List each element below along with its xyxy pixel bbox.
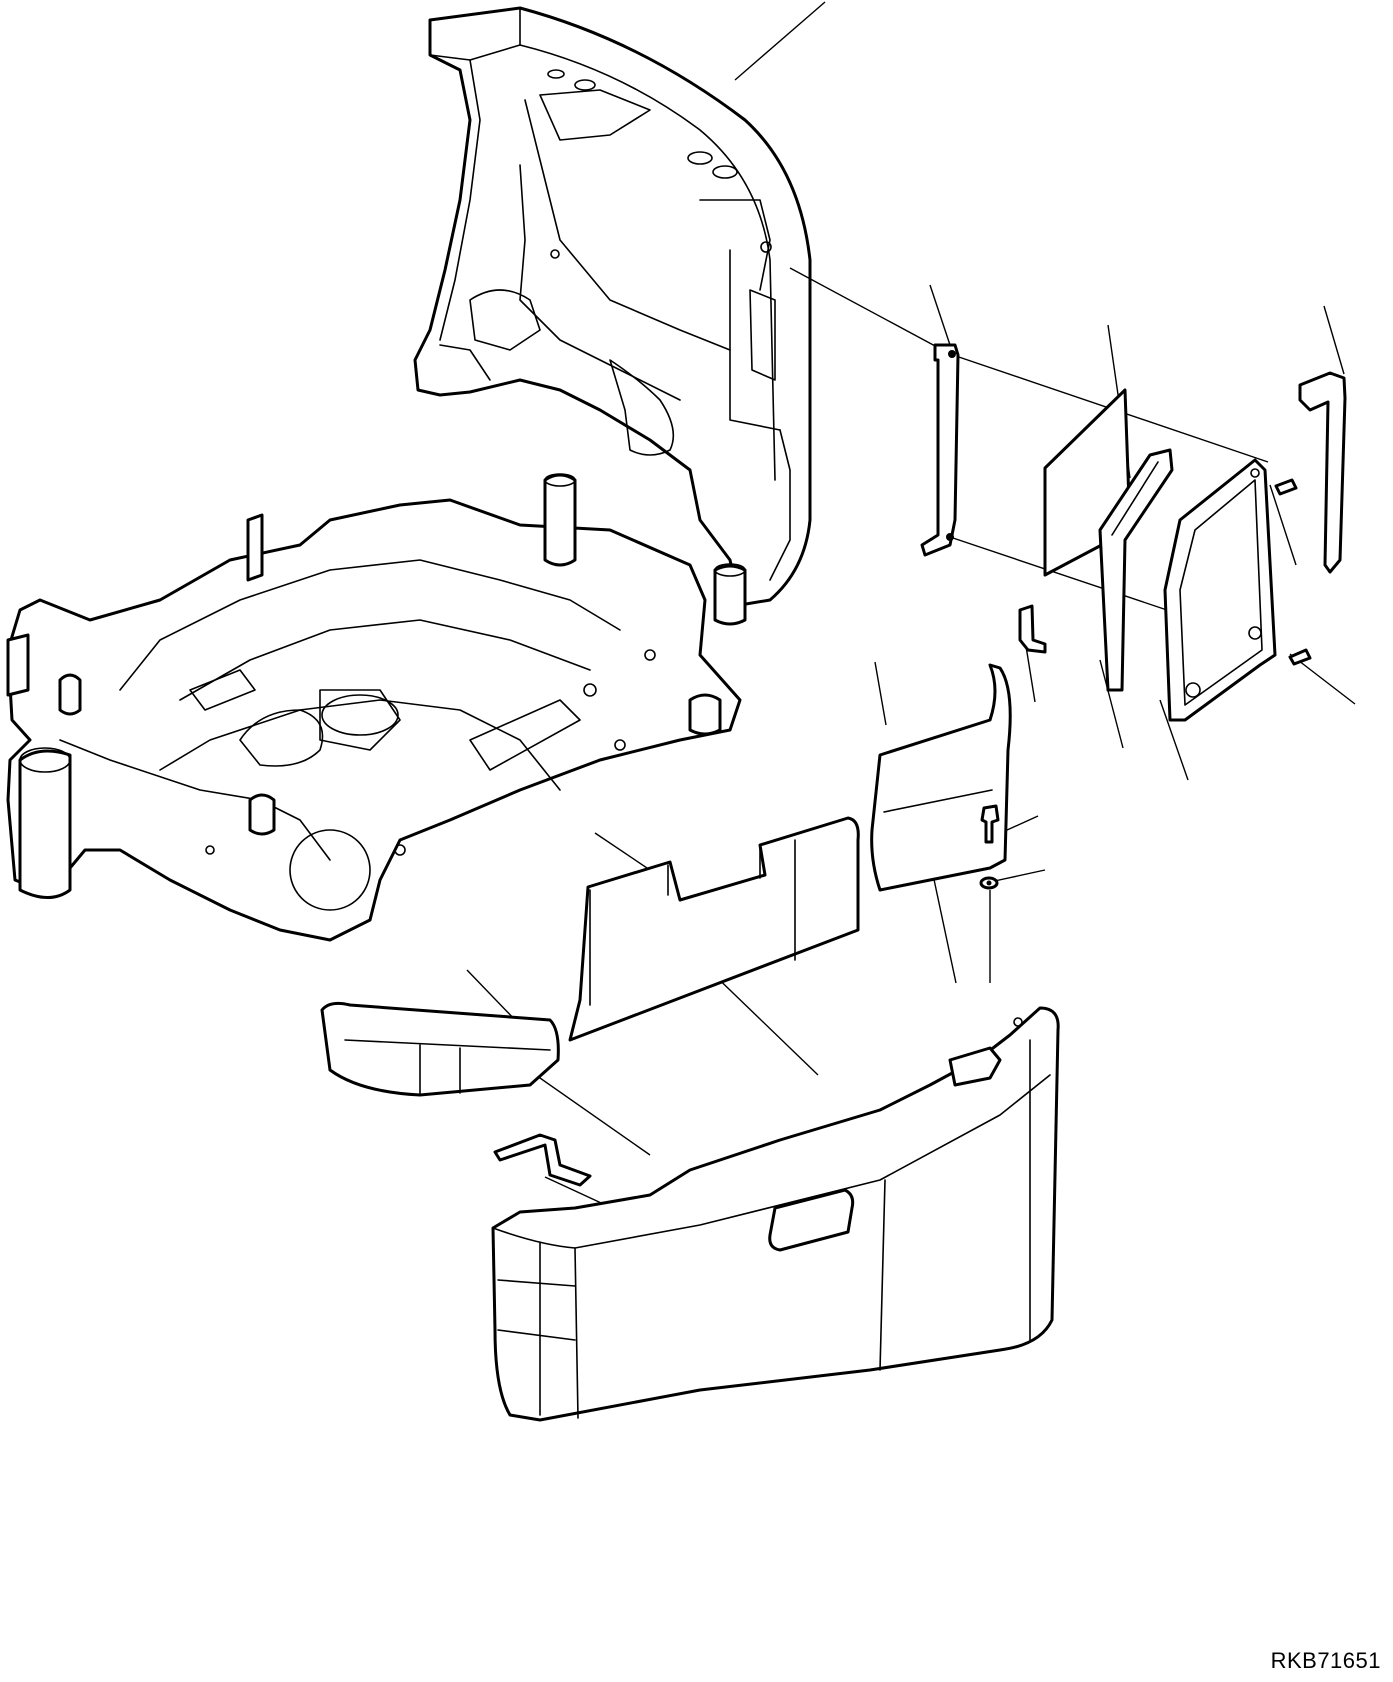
bolt-and-washer (979, 804, 1000, 890)
lifting-hook (493, 1133, 592, 1187)
small-clip (1018, 604, 1047, 654)
counterweight-body (491, 1006, 1060, 1422)
revolving-frame (6, 473, 747, 942)
cw-side-panel (870, 663, 1012, 892)
side-cover (1163, 458, 1277, 722)
cw-front-panel (568, 816, 860, 1042)
side-bracket (920, 343, 960, 557)
bolts-right (1274, 478, 1312, 666)
handle-bar (1298, 371, 1347, 574)
cw-end-cap (320, 1001, 560, 1097)
upper-frame-housing (413, 6, 812, 607)
drawing-code: RKB71651 (1270, 1648, 1381, 1673)
seal-strip (1098, 448, 1174, 692)
